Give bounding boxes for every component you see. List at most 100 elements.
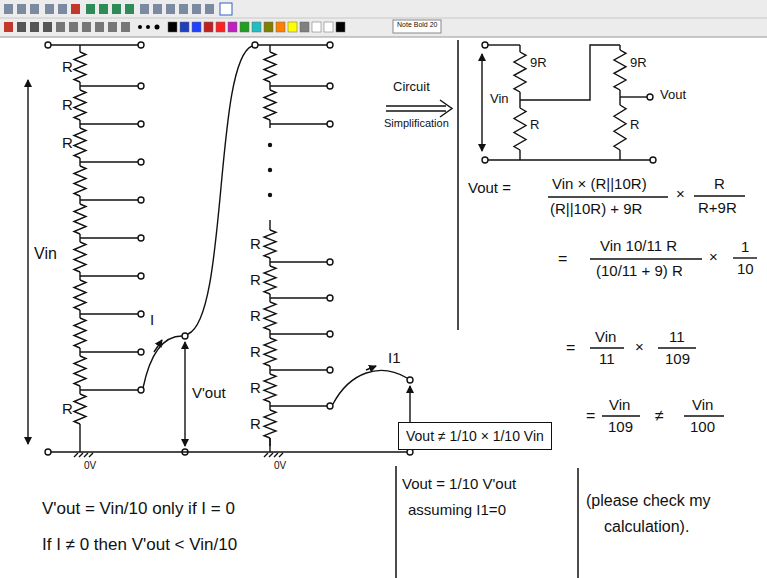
wire — [80, 123, 138, 124]
terminal — [138, 83, 144, 89]
resistor-symbol — [264, 302, 276, 330]
terminal — [327, 295, 333, 301]
equation-term: ≠ — [655, 407, 664, 425]
equation-numerator: Vin 10/11 R — [600, 238, 677, 255]
terminal — [138, 311, 144, 317]
wire — [80, 199, 138, 200]
wire — [270, 405, 327, 406]
resistor-label: R — [530, 118, 539, 132]
resistor-label: R — [62, 97, 73, 114]
resistor-symbol — [514, 108, 526, 150]
box-text: Vout ≠ 1/10 × 1/10 Vin — [406, 428, 544, 445]
wire — [269, 438, 270, 452]
equation-numerator: 1 — [741, 239, 749, 256]
terminal — [138, 235, 144, 241]
note-text: calculation). — [604, 518, 689, 536]
wire — [80, 389, 138, 390]
toolbar-divider — [0, 18, 767, 19]
resistor-symbol — [264, 410, 276, 438]
equation-note: assuming I1=0 — [408, 502, 506, 519]
resistor-symbol — [514, 52, 526, 92]
resistor-label: R — [250, 236, 261, 253]
panel-divider — [395, 466, 397, 578]
wire — [80, 275, 138, 276]
terminal — [269, 169, 272, 172]
resistor-symbol — [74, 280, 86, 310]
wire — [270, 261, 327, 262]
resistor-symbol — [74, 242, 86, 272]
wire — [619, 90, 620, 105]
wire — [619, 150, 620, 160]
wire — [79, 424, 80, 432]
equation-denominator: 109 — [665, 351, 690, 368]
equation-numerator: R — [714, 176, 725, 193]
resistor-label: R — [62, 135, 73, 152]
resistor-label: R — [250, 416, 261, 433]
equation-note: Vout = 1/10 V'out — [402, 476, 516, 493]
resistor-label: R — [62, 59, 73, 76]
equation-numerator: Vin — [609, 397, 630, 414]
wire — [79, 432, 80, 452]
equation-denominator: (R||10R) + 9R — [550, 201, 642, 218]
result-box: Vout ≠ 1/10 × 1/10 Vin — [398, 422, 552, 450]
resistor-symbol — [74, 166, 86, 196]
panel-divider — [457, 40, 459, 330]
wire — [270, 333, 327, 334]
resistor-label: R — [250, 272, 261, 289]
wire — [79, 45, 80, 52]
resistor-symbol — [264, 52, 276, 82]
terminal — [138, 273, 144, 279]
equation-denominator: R+9R — [698, 200, 737, 217]
panel-divider — [577, 468, 579, 578]
equation-numerator: 11 — [669, 329, 685, 346]
color-palette — [168, 22, 345, 32]
wire — [80, 237, 138, 238]
wire — [519, 150, 520, 160]
voltage-label: V'out — [192, 385, 226, 402]
font-selector: Note Bold 20 — [397, 21, 437, 29]
ground-label: 0V — [274, 460, 286, 471]
resistor-label: 9R — [630, 56, 647, 70]
wire — [270, 369, 327, 370]
terminal — [327, 259, 333, 265]
resistor-symbol — [614, 50, 626, 90]
wire — [80, 161, 138, 162]
resistor-symbol — [74, 128, 86, 158]
equation-numerator: Vin — [595, 329, 616, 346]
condition-note: V'out = Vin/10 only if I = 0 — [42, 500, 235, 519]
terminal — [138, 159, 144, 165]
equation-denominator: (10/11 + 9) R — [596, 263, 683, 280]
wire — [619, 45, 620, 50]
current-label: I — [150, 312, 154, 329]
resistor-symbol — [74, 394, 86, 424]
terminal — [269, 144, 272, 147]
arrow-caption: Circuit — [393, 80, 430, 94]
equation-denominator: 10 — [737, 261, 754, 278]
equation-denominator: 100 — [690, 419, 715, 436]
resistor-symbol — [74, 52, 86, 82]
voltage-label: Vin — [34, 245, 57, 263]
equation-term: = — [586, 407, 595, 425]
wire — [269, 220, 270, 230]
toolbar-icons — [4, 3, 232, 32]
terminal — [269, 194, 272, 197]
voltage-label: Vin — [490, 92, 509, 106]
terminal — [138, 197, 144, 203]
resistor-label: R — [250, 344, 261, 361]
wire — [80, 313, 138, 314]
wires — [28, 42, 757, 457]
terminal — [327, 83, 333, 89]
resistor-symbol — [74, 318, 86, 348]
resistor-symbol — [264, 338, 276, 366]
wire — [519, 92, 520, 108]
resistor-symbol — [264, 230, 276, 258]
resistor-symbol — [264, 266, 276, 294]
terminal — [138, 349, 144, 355]
wire — [270, 85, 327, 86]
ground-label: 0V — [84, 460, 96, 471]
current-label: I1 — [388, 350, 401, 367]
terminal — [327, 403, 333, 409]
resistor-symbol — [264, 90, 276, 120]
resistor-label: R — [250, 380, 261, 397]
